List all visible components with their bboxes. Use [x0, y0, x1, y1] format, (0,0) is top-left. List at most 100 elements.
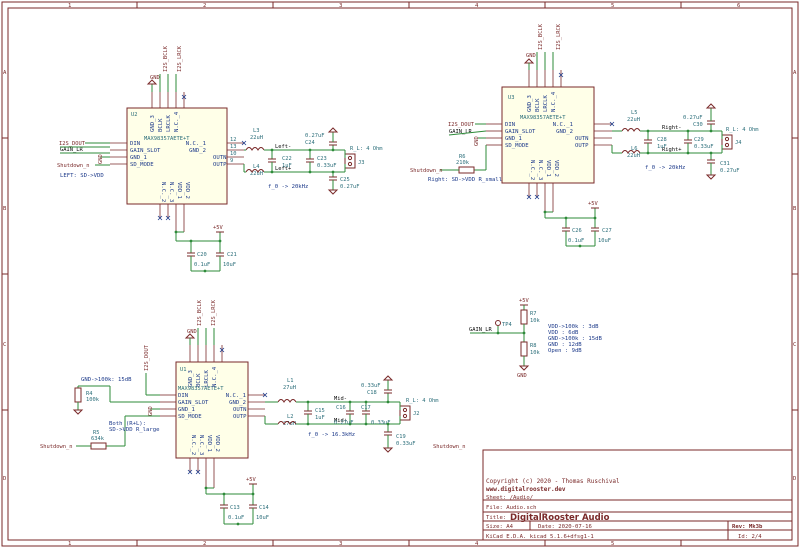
- pin-label: GND_3: [188, 370, 194, 387]
- pin-number: 10: [230, 151, 237, 157]
- gnd-symbol-label: GND: [474, 136, 480, 146]
- filter-cutoff: f_0 -> 20kHz: [268, 184, 308, 190]
- gnd-symbol-label: GND: [187, 329, 197, 335]
- res-ref: R5: [93, 430, 100, 436]
- amp-u3-chip[interactable]: [501, 86, 595, 184]
- sheet-path: Sheet: /Audio/: [486, 495, 533, 501]
- pin-number: 9: [230, 158, 233, 164]
- website-text: www.digitalrooster.dev: [486, 486, 566, 493]
- pin-label: BCLK: [196, 373, 202, 387]
- pin-label: GND_3: [150, 115, 156, 132]
- pin-label: VDD_2: [553, 160, 559, 177]
- cap-val: 10uF: [256, 515, 269, 521]
- gnd-symbol-label: GND: [98, 154, 104, 164]
- connector-val: R_L: 4 Ohm: [406, 398, 438, 404]
- tool-label: KiCad E.D.A. kicad 5.1.6+dfsg1-1: [486, 534, 594, 540]
- net-label: Right+: [662, 147, 682, 153]
- amp-u1-chip[interactable]: [175, 361, 249, 459]
- row-label: B: [3, 206, 7, 212]
- connector-val: R_L: 4 Ohm: [726, 127, 758, 133]
- inductor-val: 22uH: [627, 153, 640, 159]
- gnd-symbol-label: GND: [526, 53, 536, 59]
- net-label-bclk: I2S_BCLK: [538, 23, 544, 50]
- cap-val: 0.27uF: [720, 168, 739, 174]
- speaker-connector-j4[interactable]: [721, 134, 733, 150]
- pin-label: N.C._1: [553, 122, 573, 128]
- pin-label: LRCLK: [204, 370, 210, 387]
- net-label-bclk: I2S_BCLK: [197, 299, 203, 326]
- power-label: +5V: [246, 477, 256, 483]
- col-label: 5: [611, 3, 614, 9]
- amp-u1-note-a: Both (R+L):: [109, 421, 146, 427]
- gnd-symbol-label: GND: [150, 75, 160, 81]
- pin-label: N.C._2: [160, 182, 166, 202]
- inductor-ref: L4: [253, 164, 260, 170]
- speaker-connector-j2[interactable]: [399, 405, 411, 421]
- net-label: Right-: [662, 125, 681, 131]
- connector-val: R_L: 4 Ohm: [350, 146, 382, 152]
- cap-ref: C29: [694, 137, 704, 143]
- pin-label: GND_1: [505, 136, 522, 142]
- res-val: 10k: [530, 318, 540, 324]
- file-name: File: Audio.sch: [486, 505, 537, 511]
- cap-ref: C21: [227, 252, 237, 258]
- pin-label: GND_3: [527, 95, 533, 112]
- resistor-r6[interactable]: [458, 166, 475, 174]
- inductor-val: 27uH: [283, 385, 296, 391]
- cap-ref: C22: [282, 156, 292, 162]
- net-label-din: I2S_DOUT: [59, 141, 86, 147]
- res-val: 210k: [456, 160, 470, 166]
- pin-label: OUTN: [233, 407, 246, 413]
- sheet-title: DigitalRooster Audio: [510, 513, 610, 523]
- speaker-connector-j3[interactable]: [344, 153, 356, 169]
- pin-label: GND_2: [189, 148, 206, 154]
- connector-ref: J3: [358, 160, 365, 166]
- net-label: Left-: [275, 144, 291, 150]
- cap-ref: C25: [340, 177, 350, 183]
- filter-cutoff: f_0 -> 16.3kHz: [308, 432, 355, 438]
- cap-ref: C26: [572, 228, 582, 234]
- pin-label: GAIN_SLOT: [130, 148, 161, 154]
- amp-u3-part: MAX98357AETE+T: [520, 115, 566, 121]
- amp-u2-part: MAX98357AETE+T: [144, 136, 190, 142]
- inductor-ref: L6: [631, 146, 638, 152]
- pin-label: N.C._4: [212, 366, 218, 387]
- res-ref: R6: [459, 154, 466, 160]
- power-label: +5V: [213, 225, 223, 231]
- cap-val: 0.27uF: [683, 115, 702, 121]
- cap-ref: C24: [305, 140, 315, 146]
- inductor-val: 22uH: [627, 117, 640, 123]
- pin-label: VDD_2: [214, 435, 220, 452]
- gain-table-row: GND->100k : 15dB: [548, 336, 603, 342]
- pin-label: N.C._3: [537, 160, 543, 180]
- cap-ref: C18: [367, 390, 377, 396]
- pin-label: N.C._2: [529, 160, 535, 180]
- net-label-gain: GAIN_LR: [449, 129, 472, 135]
- gain-divider-block: +5V GND R7 10k R8 10k TP4 GAIN_LR VDD->1…: [469, 298, 603, 379]
- revision-label: Rev: Mk3b: [732, 524, 763, 530]
- test-point-tp4[interactable]: [495, 320, 501, 326]
- amp-u1-ref: U1: [180, 367, 187, 373]
- cap-ref: C13: [230, 505, 240, 511]
- inductor-ref: L2: [287, 414, 294, 420]
- resistor-r7[interactable]: [520, 309, 528, 325]
- pin-label: VDD_1: [206, 435, 212, 452]
- cap-val: 1uF: [657, 144, 667, 150]
- amp-u2-chip[interactable]: [126, 107, 228, 205]
- res-val: 10k: [530, 350, 540, 356]
- resistor-r8[interactable]: [520, 341, 528, 357]
- gnd-symbol-label: GND: [517, 373, 527, 379]
- amp-u1-note-b: SD->VDD R_large: [109, 427, 160, 433]
- pin-label: LRCLK: [166, 115, 172, 132]
- net-label-din: I2S_DOUT: [448, 122, 475, 128]
- cap-ref: C16: [336, 405, 346, 411]
- pin-label: GND_2: [556, 129, 573, 135]
- row-label: C: [793, 342, 796, 348]
- resistor-r4[interactable]: [74, 387, 82, 403]
- pin-label: N.C._4: [551, 91, 557, 112]
- row-label: C: [3, 342, 6, 348]
- cap-ref: C31: [720, 161, 730, 167]
- resistor-r5[interactable]: [90, 442, 107, 450]
- row-label: D: [793, 476, 797, 482]
- pin-label: LRCLK: [543, 95, 549, 112]
